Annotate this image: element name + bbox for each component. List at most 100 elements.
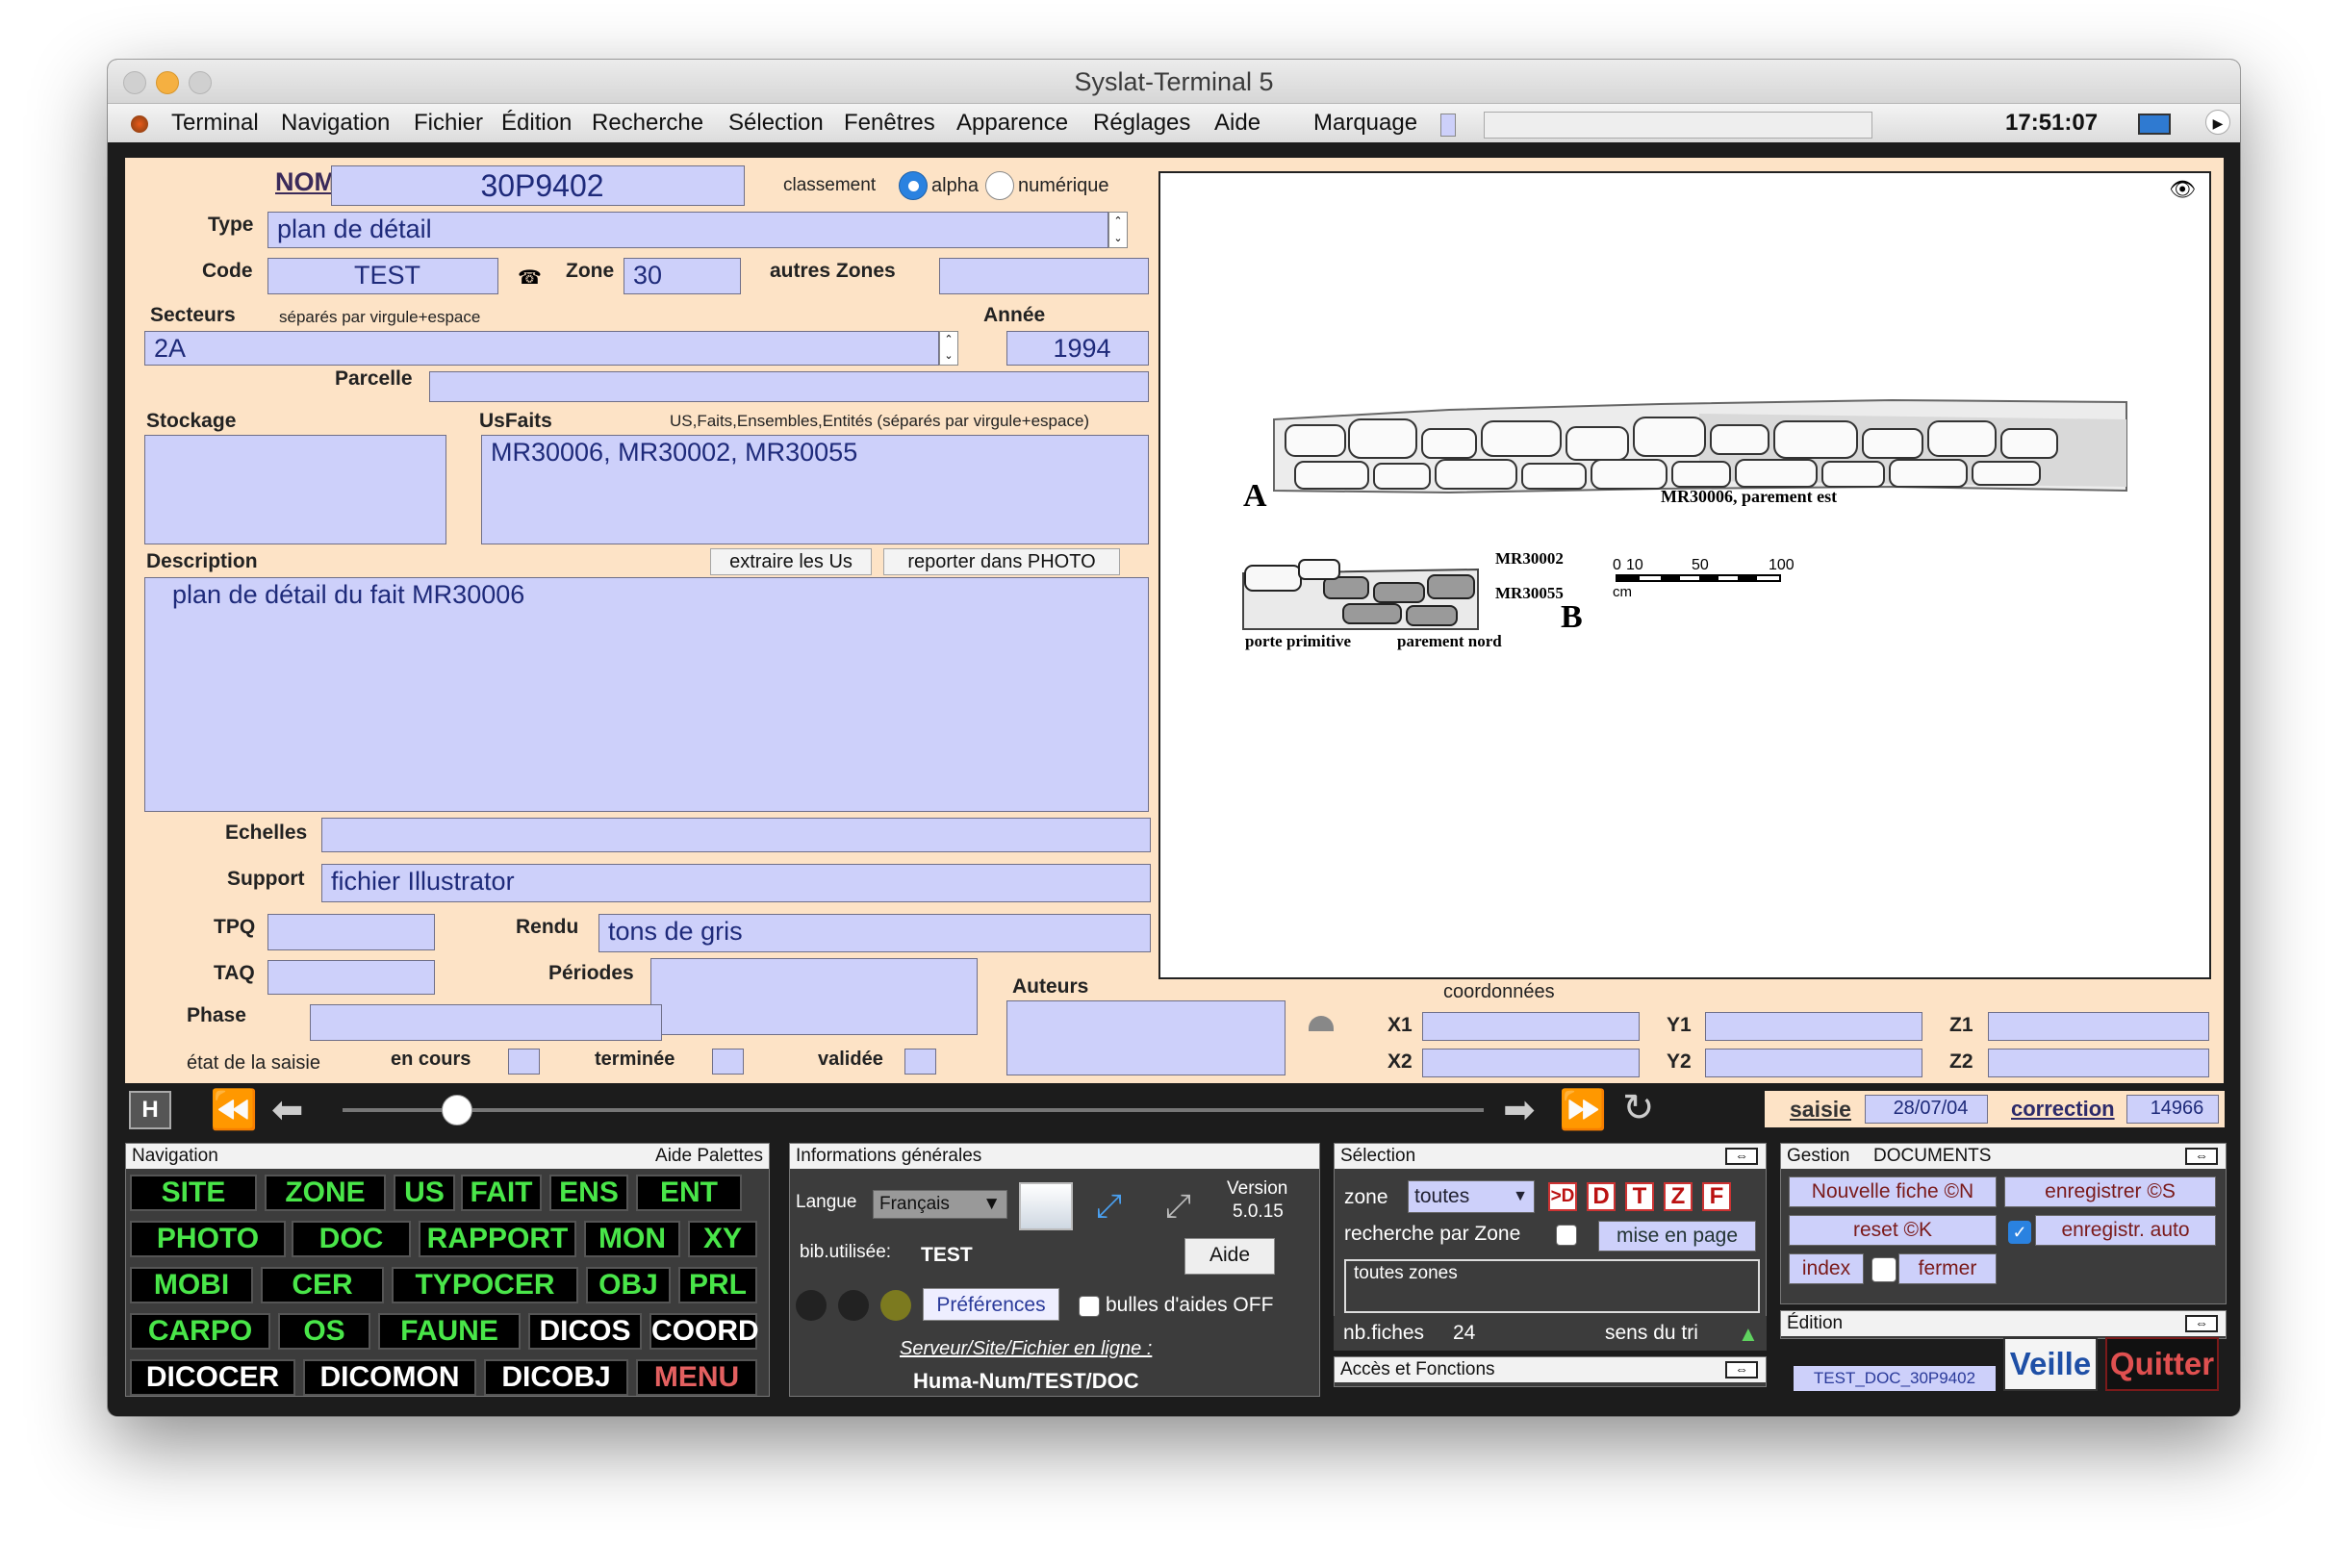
nav-zone-button[interactable]: ZONE — [265, 1175, 386, 1211]
menu-edition[interactable]: Édition — [501, 110, 573, 136]
autres-zones-field[interactable] — [939, 258, 1149, 294]
menu-aide[interactable]: Aide — [1214, 110, 1261, 136]
extraire-us-button[interactable]: extraire les Us — [710, 548, 872, 575]
collapse-icon[interactable]: ⤢ — [1165, 1188, 1192, 1225]
filter-z-button[interactable]: Z — [1664, 1182, 1693, 1211]
preferences-button[interactable]: Préférences — [923, 1288, 1059, 1321]
fermer-button[interactable]: fermer — [1898, 1253, 1997, 1284]
nav-faune-button[interactable]: FAUNE — [378, 1313, 521, 1350]
nav-obj-button[interactable]: OBJ — [586, 1267, 671, 1303]
windows-icon[interactable] — [1019, 1182, 1073, 1230]
nav-site-button[interactable]: SITE — [130, 1175, 257, 1211]
x2-field[interactable] — [1422, 1049, 1640, 1077]
nav-dicos-button[interactable]: DICOS — [528, 1313, 642, 1350]
nom-field[interactable]: 30P9402 — [331, 165, 745, 206]
nav-carpo-button[interactable]: CARPO — [130, 1313, 270, 1350]
nav-xy-button[interactable]: XY — [688, 1221, 757, 1257]
menu-terminal[interactable]: Terminal — [171, 110, 259, 136]
tpq-field[interactable] — [267, 914, 435, 950]
filter-f-button[interactable]: F — [1702, 1182, 1731, 1211]
usfaits-field[interactable]: MR30006, MR30002, MR30055 — [481, 435, 1149, 544]
nav-coord-button[interactable]: COORD — [649, 1313, 759, 1350]
z1-field[interactable] — [1988, 1012, 2209, 1041]
secteurs-stepper[interactable]: ⌃⌄ — [939, 331, 958, 366]
fermer-checkbox[interactable] — [1871, 1257, 1897, 1282]
z2-field[interactable] — [1988, 1049, 2209, 1077]
type-stepper[interactable]: ⌃⌄ — [1108, 212, 1128, 248]
zoom-window-button[interactable] — [189, 71, 212, 94]
enreg-auto-button[interactable]: enregistr. auto — [2035, 1215, 2216, 1246]
refresh-icon[interactable]: ↻ — [1622, 1087, 1655, 1129]
terminee-checkbox[interactable] — [712, 1049, 744, 1075]
last-record-icon[interactable]: ⏩ — [1559, 1089, 1607, 1131]
periodes-field[interactable] — [650, 958, 978, 1035]
phone-icon[interactable]: ☎ — [518, 267, 542, 289]
phase-field[interactable] — [310, 1004, 662, 1041]
quitter-button[interactable]: Quitter — [2105, 1337, 2219, 1391]
taq-field[interactable] — [267, 960, 435, 995]
nav-doc-button[interactable]: DOC — [292, 1221, 411, 1257]
minimize-window-button[interactable] — [156, 71, 179, 94]
filter-t-button[interactable]: T — [1625, 1182, 1654, 1211]
support-field[interactable]: fichier Illustrator — [321, 864, 1151, 902]
type-field[interactable]: plan de détail — [267, 212, 1108, 248]
nav-prl-button[interactable]: PRL — [678, 1267, 757, 1303]
marquage-field[interactable] — [1484, 112, 1872, 139]
previous-record-icon[interactable]: ⬅ — [271, 1089, 304, 1131]
bulles-checkbox[interactable] — [1079, 1296, 1100, 1317]
nav-dicocer-button[interactable]: DICOCER — [130, 1359, 295, 1396]
rendu-field[interactable]: tons de gris — [598, 914, 1151, 952]
description-field[interactable]: plan de détail du fait MR30006 — [144, 577, 1149, 812]
selection-expand-icon[interactable]: ⇔ — [1725, 1148, 1758, 1165]
menu-fichier[interactable]: Fichier — [414, 110, 484, 136]
eye-icon[interactable]: 👁 — [2169, 177, 2196, 201]
aide-button[interactable]: Aide — [1184, 1238, 1275, 1275]
mise-en-page-button[interactable]: mise en page — [1598, 1221, 1756, 1252]
menu-fenetres[interactable]: Fenêtres — [844, 110, 935, 136]
nav-mobi-button[interactable]: MOBI — [130, 1267, 253, 1303]
index-button[interactable]: index — [1789, 1253, 1864, 1284]
document-image-panel[interactable]: 👁 — [1158, 171, 2211, 979]
menu-reglages[interactable]: Réglages — [1093, 110, 1191, 136]
en-cours-checkbox[interactable] — [508, 1049, 540, 1075]
x1-field[interactable] — [1422, 1012, 1640, 1041]
stockage-field[interactable] — [144, 435, 446, 544]
nav-photo-button[interactable]: PHOTO — [130, 1221, 286, 1257]
reset-button[interactable]: reset ©K — [1789, 1215, 1997, 1246]
menu-recherche[interactable]: Recherche — [592, 110, 704, 136]
serveur-link[interactable]: Serveur/Site/Fichier en ligne : — [900, 1338, 1153, 1359]
gestion-expand-icon[interactable]: ⇔ — [2185, 1148, 2218, 1165]
selection-zone-select[interactable]: toutes▼ — [1408, 1180, 1535, 1213]
aide-palettes-link[interactable]: Aide Palettes — [655, 1146, 763, 1166]
nav-ent-button[interactable]: ENT — [636, 1175, 742, 1211]
zones-list[interactable]: toutes zones — [1344, 1259, 1760, 1313]
menu-navigation[interactable]: Navigation — [281, 110, 391, 136]
nav-os-button[interactable]: OS — [278, 1313, 370, 1350]
y2-field[interactable] — [1705, 1049, 1922, 1077]
y1-field[interactable] — [1705, 1012, 1922, 1041]
filter-d-button[interactable]: D — [1587, 1182, 1616, 1211]
radio-numerique[interactable] — [985, 171, 1014, 200]
annee-field[interactable]: 1994 — [1006, 331, 1149, 366]
sort-direction-icon[interactable]: ▲ — [1738, 1322, 1759, 1346]
echelles-field[interactable] — [321, 818, 1151, 852]
reporter-photo-button[interactable]: reporter dans PHOTO — [883, 548, 1120, 575]
nav-us-button[interactable]: US — [394, 1175, 455, 1211]
record-slider-knob[interactable] — [441, 1095, 472, 1125]
marquage-color-box[interactable] — [1440, 114, 1456, 137]
menu-selection[interactable]: Sélection — [728, 110, 824, 136]
validee-checkbox[interactable] — [904, 1049, 936, 1075]
nav-fait-button[interactable]: FAIT — [461, 1175, 542, 1211]
nav-mon-button[interactable]: MON — [584, 1221, 680, 1257]
play-icon[interactable]: ▶ — [2205, 110, 2230, 135]
menu-apparence[interactable]: Apparence — [956, 110, 1069, 136]
nav-ens-button[interactable]: ENS — [549, 1175, 628, 1211]
expand-icon[interactable]: ⤢ — [1096, 1188, 1123, 1225]
nav-dicobj-button[interactable]: DICOBJ — [484, 1359, 628, 1396]
filter-gt-d-button[interactable]: >D — [1548, 1182, 1577, 1211]
nav-dicomon-button[interactable]: DICOMON — [303, 1359, 476, 1396]
edition-expand-icon[interactable]: ⇔ — [2185, 1315, 2218, 1332]
record-slider-track[interactable] — [343, 1108, 1484, 1112]
home-icon[interactable]: H — [129, 1091, 171, 1129]
veille-button[interactable]: Veille — [2003, 1337, 2098, 1391]
